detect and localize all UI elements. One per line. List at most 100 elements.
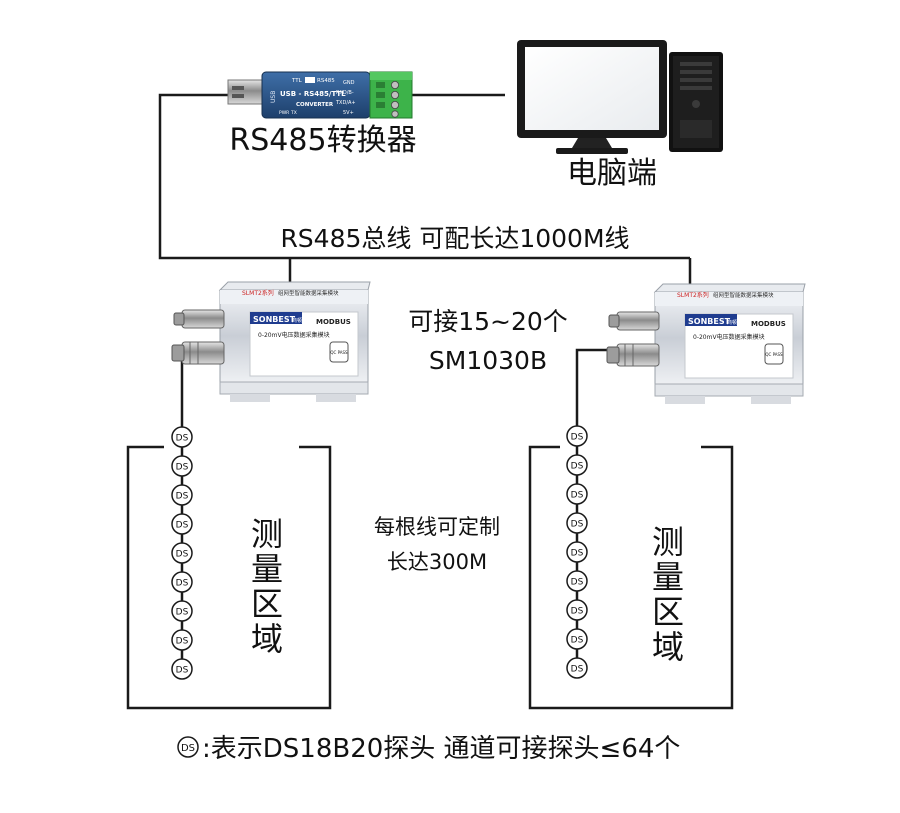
module-brand: SONBEST xyxy=(253,315,296,324)
probe-label: DS xyxy=(571,549,584,559)
probe-circle xyxy=(171,455,193,477)
probe-circle xyxy=(171,426,193,448)
converter-device-subtitle: CONVERTER xyxy=(296,102,334,108)
ds18b20-probe: DS xyxy=(171,513,193,535)
zone-char: 测 xyxy=(251,515,283,553)
zone-char: 量 xyxy=(251,550,283,588)
cable-length-line1: 每根线可定制 xyxy=(374,515,500,539)
pin-label-txd: TXD/A+ xyxy=(335,100,356,106)
probe-label: DS xyxy=(571,665,584,675)
probe-circle xyxy=(566,570,588,592)
module-name: 组网型智能数据采集模块 xyxy=(278,289,339,297)
ds18b20-probe: DS xyxy=(171,571,193,593)
ds18b20-probe: DS xyxy=(171,658,193,680)
probe-circle xyxy=(566,512,588,534)
zone-label-right: 测 量 区 域 xyxy=(652,523,684,666)
bus-label: RS485总线 可配长达1000M线 xyxy=(280,224,629,253)
cable-length-line2: 长达300M xyxy=(387,550,487,574)
probe-label: DS xyxy=(571,607,584,617)
bus-wire xyxy=(158,93,690,260)
module-count-line1: 可接15~20个 xyxy=(408,307,568,336)
probe-circle xyxy=(566,454,588,476)
module-badge: QC PASS xyxy=(765,352,783,357)
probe-label: DS xyxy=(176,550,189,560)
probe-label: DS xyxy=(571,636,584,646)
probe-circle xyxy=(171,658,193,680)
probe-label: DS xyxy=(176,579,189,589)
probe-circle xyxy=(171,600,193,622)
zone-char: 区 xyxy=(652,593,684,631)
probe-label: DS xyxy=(176,666,189,676)
zone-char: 区 xyxy=(251,585,283,623)
module-series: SLMT2系列 xyxy=(242,289,274,297)
converter-label: RS485转换器 xyxy=(229,123,416,158)
probe-label: DS xyxy=(571,578,584,588)
module-subtitle: 0-20mV电压数据采集模块 xyxy=(693,333,765,341)
probe-circle xyxy=(566,425,588,447)
rs485-converter: USB TTL RS485 USB - RS485/TTL CONVERTER … xyxy=(227,71,413,119)
probe-circle xyxy=(566,657,588,679)
mode-label-rs485: RS485 xyxy=(317,78,335,84)
probe-label: DS xyxy=(571,491,584,501)
module-subtitle: 0-20mV电压数据采集模块 xyxy=(258,331,330,339)
computer xyxy=(517,40,723,154)
probe-label: DS xyxy=(176,608,189,618)
probe-circle xyxy=(171,542,193,564)
pin-label-rxd: RXD/B- xyxy=(336,90,354,96)
module-series: SLMT2系列 xyxy=(677,291,709,299)
legend-probe-symbol: DS xyxy=(181,743,195,754)
probe-label: DS xyxy=(176,521,189,531)
module-brand: SONBEST xyxy=(688,317,731,326)
zone-char: 测 xyxy=(652,523,684,561)
probe-label: DS xyxy=(176,492,189,502)
probe-circle xyxy=(171,513,193,535)
computer-label: 电脑端 xyxy=(567,156,657,191)
ds18b20-probe: DS xyxy=(566,657,588,679)
probe-circle xyxy=(566,599,588,621)
ds18b20-probe: DS xyxy=(566,483,588,505)
module-brand-cn: 商顿 xyxy=(727,319,737,326)
ds18b20-probe: DS xyxy=(171,484,193,506)
probe-cable-right xyxy=(575,348,617,672)
zone-char: 域 xyxy=(251,620,283,658)
data-module-right: SLMT2系列 组网型智能数据采集模块 SONBEST 商顿 MODBUS 0-… xyxy=(606,283,806,405)
ds18b20-probe: DS xyxy=(171,600,193,622)
probe-chain-right: DS DS DS DS DS DS DS DS DS xyxy=(566,425,588,679)
ds18b20-probe: DS xyxy=(566,541,588,563)
probe-circle xyxy=(566,541,588,563)
ds18b20-probe: DS xyxy=(171,542,193,564)
ds18b20-probe: DS xyxy=(566,599,588,621)
probe-label: DS xyxy=(571,520,584,530)
usb-label: USB xyxy=(270,91,277,103)
converter-device-title: USB - RS485/TTL xyxy=(280,90,346,98)
ds18b20-probe: DS xyxy=(171,426,193,448)
probe-circle xyxy=(566,483,588,505)
legend: DS :表示DS18B20探头 通道可接探头≤64个 xyxy=(177,734,680,764)
ds18b20-probe: DS xyxy=(566,512,588,534)
module-count-line2: SM1030B xyxy=(429,346,547,375)
module-badge: QC PASS xyxy=(330,350,348,355)
measurement-zone-right-frame xyxy=(528,445,734,710)
probe-label: DS xyxy=(176,637,189,647)
ds18b20-probe: DS xyxy=(566,454,588,476)
probe-label: DS xyxy=(176,463,189,473)
probe-chain-left: DS DS DS DS DS DS DS DS DS xyxy=(171,426,193,680)
probe-circle xyxy=(566,628,588,650)
zone-label-left: 测 量 区 域 xyxy=(251,515,283,658)
module-protocol: MODBUS xyxy=(316,318,351,326)
measurement-zone-left-frame xyxy=(126,445,332,710)
ds18b20-probe: DS xyxy=(171,629,193,651)
module-brand-cn: 商顿 xyxy=(292,317,302,324)
legend-probe-icon: DS xyxy=(177,736,199,758)
pin-label-5v: 5V+ xyxy=(343,110,354,116)
data-module-left: SLMT2系列 组网型智能数据采集模块 SONBEST 商顿 MODBUS 0-… xyxy=(171,281,371,403)
probe-label: DS xyxy=(571,462,584,472)
module-protocol: MODBUS xyxy=(751,320,786,328)
ds18b20-probe: DS xyxy=(566,628,588,650)
legend-text: :表示DS18B20探头 通道可接探头≤64个 xyxy=(202,734,680,764)
mode-label-ttl: TTL xyxy=(291,78,303,84)
probe-label: DS xyxy=(176,434,189,444)
zone-char: 量 xyxy=(652,558,684,596)
probe-label: DS xyxy=(571,433,584,443)
